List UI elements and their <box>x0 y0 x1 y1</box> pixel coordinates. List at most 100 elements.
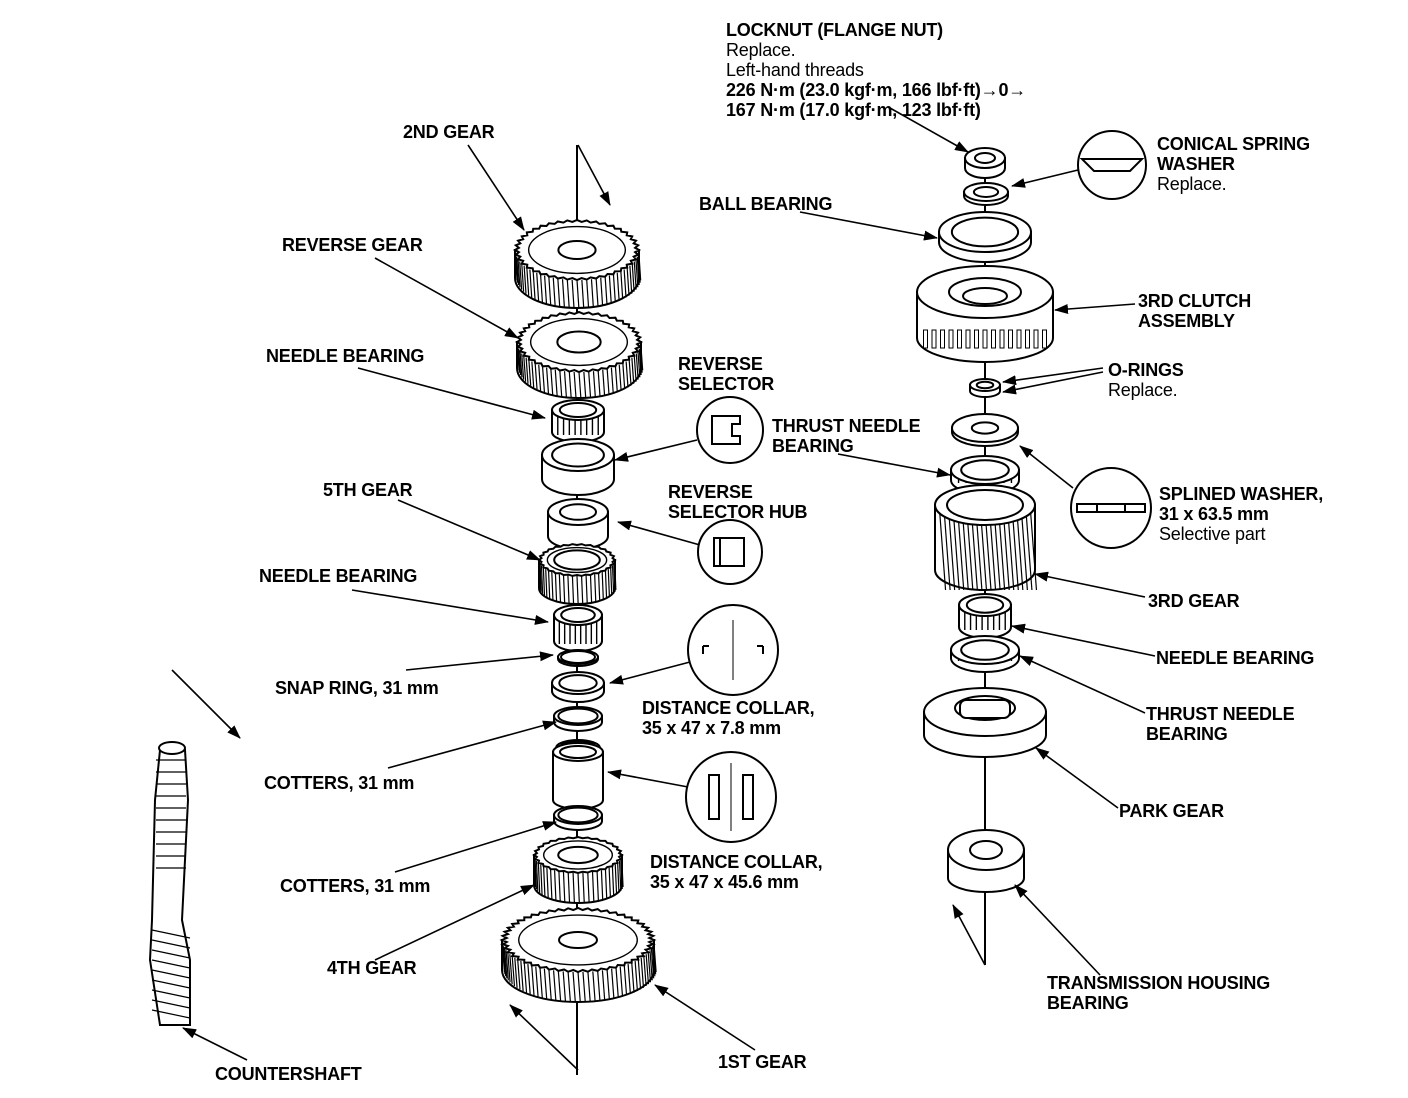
cotters-label-2: COTTERS, 31 mm <box>280 876 431 896</box>
splined-washer-selective: Selective part <box>1159 524 1266 544</box>
leader-reverse-selector <box>614 439 698 462</box>
splined-washer-line1: SPLINED WASHER, <box>1159 484 1324 504</box>
distance-collar-1-inset <box>687 604 779 696</box>
reverse-selector-hub-label: REVERSE SELECTOR HUB <box>668 482 807 522</box>
leader-conical-spring-washer <box>1011 169 1079 188</box>
first-gear-label: 1ST GEAR <box>718 1052 807 1072</box>
locknut-label: LOCKNUT (FLANGE NUT) Replace. Left-hand … <box>726 20 1026 120</box>
needle-bearing-2 <box>553 604 603 652</box>
first-gear <box>499 906 657 1003</box>
reverse-selector-inset <box>696 396 764 464</box>
locknut-torque-1: 226 N·m (23.0 kgf·m, 166 lbf·ft)→0→ <box>726 80 1027 100</box>
reverse-selector-label: REVERSE SELECTOR <box>678 354 774 394</box>
leader-distance-collar-1 <box>609 661 691 685</box>
leader-countershaft <box>182 1027 248 1061</box>
third-clutch-label: 3RD CLUTCH ASSEMBLY <box>1138 291 1251 331</box>
conical-spring-washer-line2: WASHER <box>1157 154 1235 174</box>
third-gear-label: 3RD GEAR <box>1148 591 1240 611</box>
locknut <box>964 147 1006 179</box>
conical-spring-washer-line1: CONICAL SPRING <box>1157 134 1310 154</box>
fourth-gear <box>532 835 624 904</box>
leader-thrust-needle-bearing-1 <box>837 453 951 478</box>
conical-spring-washer-replace: Replace. <box>1157 174 1227 194</box>
cotters-label-1: COTTERS, 31 mm <box>264 773 415 793</box>
leader-fifth-gear <box>397 499 541 561</box>
reverse-selector-hub-inset <box>697 519 763 585</box>
distance-collar-2 <box>552 742 604 810</box>
leader-distance-collar-2 <box>607 769 689 788</box>
leader-o-rings-1 <box>1002 367 1104 386</box>
snap-ring-label: SNAP RING, 31 mm <box>275 678 439 698</box>
third-clutch-assembly <box>916 265 1054 363</box>
leader-cotters-1 <box>387 720 557 769</box>
park-gear <box>923 687 1047 758</box>
leader-needle-bearing-1 <box>357 367 546 420</box>
thrust-needle-bearing-label-2: THRUST NEEDLE BEARING <box>1146 704 1295 744</box>
leader-second-gear <box>467 144 525 231</box>
rotation-arrow-bottom-right <box>952 904 986 966</box>
leader-park-gear <box>1035 747 1119 809</box>
leader-third-clutch <box>1054 303 1136 315</box>
distance-collar-1-line1: DISTANCE COLLAR, <box>642 698 815 718</box>
cotters-1 <box>553 706 603 732</box>
locknut-threads: Left-hand threads <box>726 60 864 80</box>
third-clutch-line2: ASSEMBLY <box>1138 311 1235 331</box>
needle-bearing-label-3: NEEDLE BEARING <box>1156 648 1315 668</box>
fourth-gear-label: 4TH GEAR <box>327 958 417 978</box>
distance-collar-2-line1: DISTANCE COLLAR, <box>650 852 823 872</box>
reverse-selector-line1: REVERSE <box>678 354 763 374</box>
leader-thrust-needle-bearing-2 <box>1019 655 1146 714</box>
reverse-selector-line2: SELECTOR <box>678 374 775 394</box>
reverse-selector-hub-line2: SELECTOR HUB <box>668 502 808 522</box>
countershaft-label: COUNTERSHAFT <box>215 1064 362 1084</box>
splined-washer <box>951 413 1019 447</box>
second-gear <box>512 218 642 309</box>
needle-bearing-label-2: NEEDLE BEARING <box>259 566 418 586</box>
leader-o-rings-2 <box>1002 371 1104 395</box>
leader-needle-bearing-3 <box>1011 623 1156 657</box>
leader-ball-bearing <box>799 211 938 241</box>
distance-collar-2-line2: 35 x 47 x 45.6 mm <box>650 872 799 892</box>
leader-reverse-selector-hub <box>617 520 701 546</box>
transmission-housing-bearing-line2: BEARING <box>1047 993 1129 1013</box>
leader-cotters-2 <box>394 821 557 873</box>
thrust-needle-bearing-2 <box>950 635 1020 673</box>
reverse-gear <box>514 310 644 399</box>
reverse-selector-hub <box>547 498 609 550</box>
leader-locknut <box>889 107 969 153</box>
leader-snap-ring <box>405 651 554 671</box>
splined-washer-label: SPLINED WASHER, 31 x 63.5 mm Selective p… <box>1159 484 1323 544</box>
leader-first-gear <box>654 984 756 1051</box>
transmission-housing-bearing-label: TRANSMISSION HOUSING BEARING <box>1047 973 1270 1013</box>
third-gear <box>934 484 1038 591</box>
second-gear-label: 2ND GEAR <box>403 122 495 142</box>
leader-fourth-gear <box>374 884 535 961</box>
distance-collar-label-1: DISTANCE COLLAR, 35 x 47 x 7.8 mm <box>642 698 815 738</box>
fifth-gear-label: 5TH GEAR <box>323 480 413 500</box>
thrust-needle-bearing-1-line1: THRUST NEEDLE <box>772 416 921 436</box>
leader-reverse-gear <box>374 257 519 339</box>
locknut-title: LOCKNUT (FLANGE NUT) <box>726 20 943 40</box>
reverse-selector-hub-line1: REVERSE <box>668 482 753 502</box>
distance-collar-2-inset <box>685 751 777 843</box>
locknut-torque-2: 167 N·m (17.0 kgf·m, 123 lbf·ft) <box>726 100 981 120</box>
rotation-arrow-top-left <box>577 144 611 206</box>
rotation-arrow-bottom-left <box>509 1004 579 1071</box>
needle-bearing-3 <box>958 593 1012 639</box>
splined-washer-inset <box>1070 467 1152 549</box>
third-clutch-line1: 3RD CLUTCH <box>1138 291 1251 311</box>
conical-spring-washer-label: CONICAL SPRING WASHER Replace. <box>1157 134 1310 194</box>
transmission-housing-bearing-line1: TRANSMISSION HOUSING <box>1047 973 1271 993</box>
splined-washer-line2: 31 x 63.5 mm <box>1159 504 1269 524</box>
needle-bearing-label-1: NEEDLE BEARING <box>266 346 425 366</box>
snap-ring <box>557 649 599 667</box>
conical-spring-washer <box>963 182 1009 206</box>
reverse-selector <box>541 438 615 496</box>
leader-splined-washer <box>1019 445 1074 489</box>
countershaft <box>148 741 191 1026</box>
rotation-arrow-countershaft <box>171 669 241 739</box>
distance-collar-label-2: DISTANCE COLLAR, 35 x 47 x 45.6 mm <box>650 852 823 892</box>
thrust-needle-bearing-2-line1: THRUST NEEDLE <box>1146 704 1295 724</box>
locknut-replace: Replace. <box>726 40 796 60</box>
